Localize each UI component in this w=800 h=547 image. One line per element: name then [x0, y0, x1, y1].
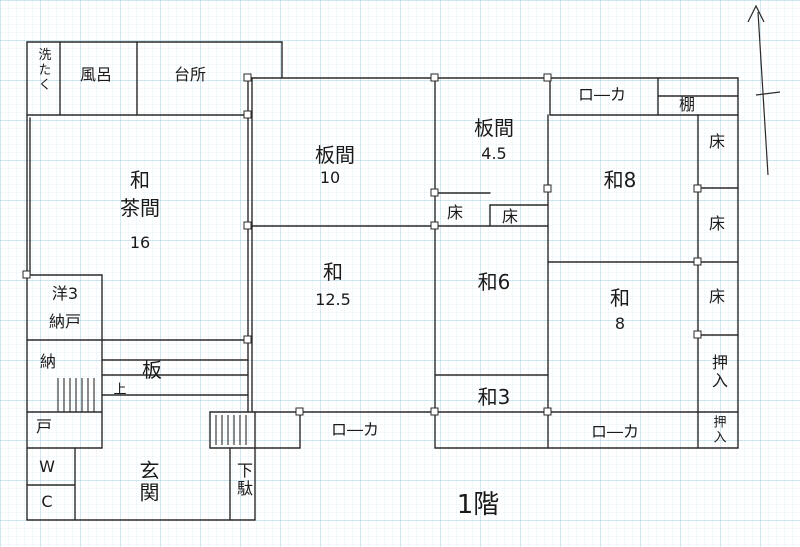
stairs [57, 378, 247, 445]
label-wc-c: C [41, 492, 53, 511]
label-washroom: 洗たく [35, 47, 51, 93]
label-door: 戸 [35, 417, 53, 436]
label-stairs-up: 上 [113, 382, 127, 398]
label-alcove-right-1: 床 [708, 132, 726, 151]
label-storage: 納 [39, 352, 57, 371]
label-japanese-12-5-size: 12.5 [315, 290, 351, 309]
label-corridor-top: ロ―カ [577, 85, 627, 104]
label-alcove-right-3: 床 [708, 287, 726, 306]
label-alcove-mid-1: 床 [446, 203, 464, 222]
label-wood-room-size: 10 [319, 168, 341, 187]
label-wood-room-name: 板間 [315, 143, 355, 167]
label-western-3: 洋3 [51, 284, 79, 303]
label-bath: 風呂 [79, 65, 113, 84]
label-japanese-8a: 和8 [603, 168, 637, 192]
label-tea-room-sub: 茶間 [120, 196, 160, 220]
label-closet-2: 押入 [710, 415, 726, 445]
label-shoe-box: 下駄 [234, 462, 253, 498]
label-closet-1: 押入 [709, 354, 728, 390]
label-corridor-bottom-1: ロ―カ [330, 420, 380, 439]
label-japanese-3: 和3 [477, 385, 511, 409]
label-tea-room-size: 16 [129, 233, 151, 252]
label-wood-room2-name: 板間 [474, 116, 514, 140]
walls [26, 41, 739, 521]
label-alcove-right-2: 床 [708, 214, 726, 233]
label-corridor-bottom-2: ロ―カ [590, 422, 640, 441]
label-storage-closet: 納戸 [48, 312, 82, 331]
label-japanese-6: 和6 [477, 270, 511, 294]
label-tea-room-name: 和 [130, 168, 150, 192]
label-japanese-8b-name: 和 [610, 286, 630, 310]
label-alcove-mid-2: 床 [501, 207, 519, 226]
label-floor: 1階 [456, 490, 500, 520]
label-entrance: 玄関 [136, 460, 160, 504]
label-wood-hall: 板 [142, 358, 162, 382]
compass-north-arrow [747, 4, 781, 176]
label-shelf: 棚 [678, 95, 696, 114]
pillars [22, 73, 702, 416]
label-wood-room2-size: 4.5 [481, 144, 507, 163]
label-japanese-12-5-name: 和 [323, 260, 343, 284]
label-kitchen: 台所 [173, 65, 207, 84]
label-wc-w: W [39, 457, 55, 476]
label-japanese-8b-size: 8 [614, 314, 626, 333]
